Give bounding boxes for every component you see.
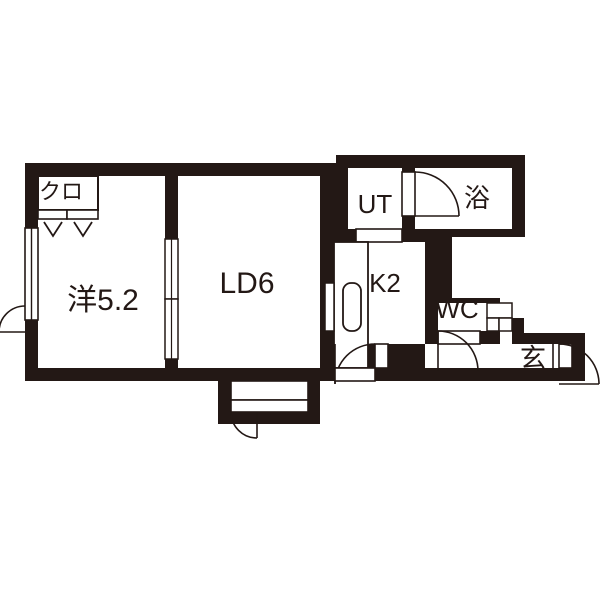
room-label-toilet: WC — [435, 294, 478, 324]
room-label-closet: クロ — [39, 179, 83, 204]
door-kitchen-hall[interactable] — [334, 343, 389, 385]
room-label-kitchen: K2 — [369, 268, 401, 298]
door-utility[interactable] — [355, 228, 403, 243]
room-label-western-room: 洋5.2 — [67, 284, 139, 317]
window-west-wall[interactable] — [24, 227, 39, 321]
room-label-entrance: 玄 — [520, 343, 546, 373]
closet-sliding-doors[interactable] — [37, 209, 99, 238]
closet-enclosure — [37, 175, 99, 211]
door-water-closet[interactable] — [437, 330, 481, 372]
door-bathroom[interactable] — [401, 171, 460, 217]
kitchen-sink — [324, 241, 369, 369]
balcony-window-south[interactable] — [230, 380, 309, 439]
room-label-living-dining: LD6 — [219, 267, 274, 300]
door-bedroom-west[interactable] — [0, 305, 26, 333]
sliding-door-ld-bedroom[interactable] — [164, 238, 179, 360]
room-label-utility: UT — [358, 189, 393, 219]
shoe-cabinet — [486, 302, 513, 332]
door-entrance[interactable] — [552, 343, 600, 385]
room-label-bath: 浴 — [464, 183, 490, 213]
